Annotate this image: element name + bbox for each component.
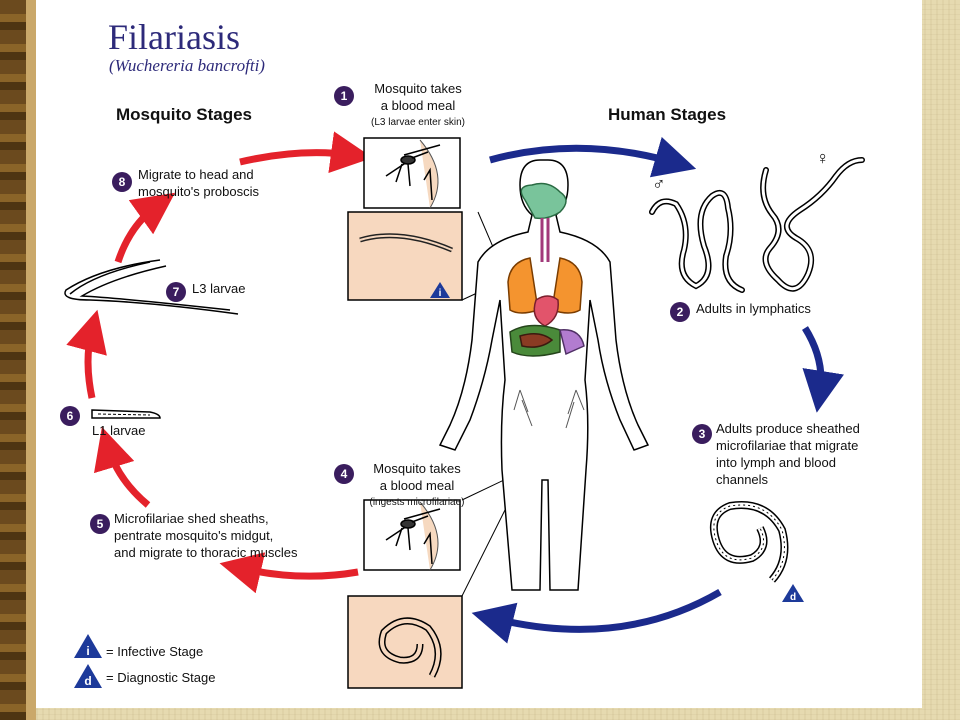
stage-2-label: Adults in lymphatics: [696, 301, 811, 316]
legend-diagnostic-triangle: [74, 664, 102, 688]
stage-4-line3: (ingests microfilariae): [369, 497, 465, 508]
mosquito-stages-heading: Mosquito Stages: [116, 105, 253, 124]
stage-1-label: Mosquito takes a blood meal (L3 larvae e…: [358, 80, 478, 131]
legend-infective-label: = Infective Stage: [106, 644, 204, 659]
stage-5-line1: Microfilariae shed sheaths,: [114, 511, 269, 526]
stage-8-label: Migrate to head and mosquito's proboscis: [138, 166, 259, 200]
stage-5-line3: and migrate to thoracic muscles: [114, 545, 298, 560]
diagram-subtitle: (Wuchereria bancrofti): [109, 56, 265, 75]
legend-diagnostic-label: = Diagnostic Stage: [106, 670, 216, 685]
mosquito-bite-panel-top: [363, 137, 461, 209]
stage-1-badge: 1: [334, 86, 354, 106]
l1-larvae-icon: [91, 409, 161, 419]
svg-text:i: i: [439, 288, 442, 299]
microfilaria-skin-panel: [347, 595, 463, 689]
stage-8-line1: Migrate to head and: [138, 167, 254, 182]
arrow-5-to-6: [94, 426, 151, 508]
slide-left-border-inner: [26, 0, 36, 720]
legend-infective-triangle: [74, 634, 102, 658]
stage-1-line1: Mosquito takes: [374, 81, 462, 96]
stage-7-label: L3 larvae: [192, 281, 246, 296]
stage-4-label: Mosquito takes a blood meal (ingests mic…: [352, 460, 482, 511]
arrow-6-to-7: [66, 309, 107, 399]
arrow-8-to-1: [239, 131, 373, 174]
mosquito-icon: [385, 144, 441, 201]
stage-3-line1: Adults produce sheathed: [716, 421, 860, 436]
arrow-3-to-4: [471, 588, 722, 644]
stage-2-badge: 2: [670, 302, 690, 322]
stage-8-badge: 8: [112, 172, 132, 192]
stage-7-badge: 7: [166, 282, 186, 302]
stage-5-label: Microfilariae shed sheaths, pentrate mos…: [114, 510, 298, 561]
triangle-stage-icon: [430, 282, 450, 298]
stage-5-line2: pentrate mosquito's midgut,: [114, 528, 274, 543]
svg-text:d: d: [790, 592, 796, 603]
stage-3-line4: channels: [716, 472, 769, 487]
human-body-icon: [438, 159, 650, 591]
stage-3-label: Adults produce sheathed microfilariae th…: [716, 420, 860, 488]
stage-1-line3: (L3 larvae enter skin): [371, 117, 465, 128]
stage-3-badge: 3: [692, 424, 712, 444]
stage-4-line2: a blood meal: [379, 478, 455, 493]
diagram-title: Filariasis: [108, 17, 240, 57]
mosquito-bite-panel-bottom: [363, 499, 461, 571]
stage-6-label: L1 larvae: [92, 423, 146, 438]
male-symbol: ♂: [652, 174, 666, 194]
legend-diagnostic-symbol: d: [84, 674, 91, 688]
stage-4-line1: Mosquito takes: [373, 461, 461, 476]
diagnostic-triangle-icon: [782, 584, 804, 602]
legend-infective-symbol: i: [86, 644, 89, 658]
slide-left-border: [0, 0, 26, 720]
stage-3-line3: into lymph and blood: [716, 455, 836, 470]
arrow-4-to-5: [219, 552, 359, 594]
arrow-7-to-8: [114, 192, 176, 264]
arrow-2-to-3: [802, 326, 844, 413]
stage-1-line2: a blood meal: [380, 98, 456, 113]
l3-larva-skin-panel: i: [347, 211, 463, 301]
human-stages-heading: Human Stages: [608, 105, 727, 124]
stage-4-badge: 4: [334, 464, 354, 484]
stage-3-line2: microfilariae that migrate: [716, 438, 859, 453]
female-symbol: ♀: [816, 148, 830, 168]
l3-larvae-icon: [64, 259, 239, 315]
arrow-1-to-2: [489, 136, 697, 178]
stage-6-badge: 6: [60, 406, 80, 426]
stage-8-line2: mosquito's proboscis: [138, 184, 259, 199]
stage-5-badge: 5: [90, 514, 110, 534]
